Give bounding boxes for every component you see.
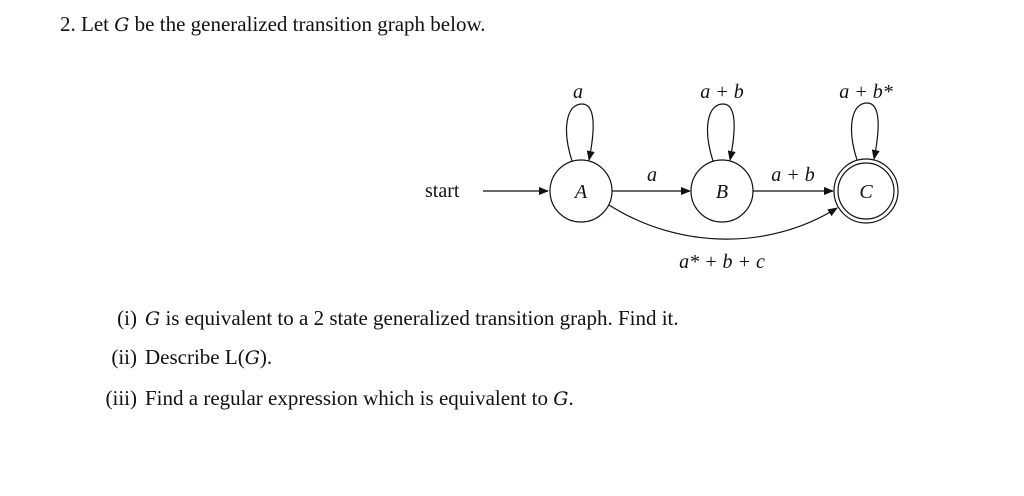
loop-c-label: a + b*: [839, 81, 893, 103]
problem-number: 2.: [60, 12, 76, 36]
loop-a: [565, 103, 595, 162]
loop-b-label: a + b: [700, 81, 744, 103]
part-ii-label: (ii): [111, 345, 137, 369]
part-ii-text: Describe L(: [145, 345, 245, 369]
edge-b-c-label: a + b: [771, 164, 815, 186]
start-label: start: [425, 180, 460, 202]
edge-a-c: [608, 204, 838, 240]
state-c-outer: [833, 158, 899, 224]
part-i: (i) G is equivalent to a 2 state general…: [117, 306, 679, 331]
graph-symbol: G: [244, 347, 260, 369]
loop-a-label: a: [573, 81, 583, 103]
loop-c: [850, 102, 880, 161]
state-a-label: A: [573, 181, 588, 203]
part-i-label: (i): [117, 306, 137, 330]
state-b-label: B: [716, 181, 728, 203]
state-c-label: C: [859, 181, 873, 203]
graph-symbol: G: [114, 14, 130, 36]
problem-prefix: Let: [81, 12, 109, 36]
part-ii-text-end: ).: [259, 345, 273, 369]
loop-b: [706, 103, 736, 162]
edge-a-b-label: a: [647, 164, 657, 186]
problem-statement: 2. Let G be the generalized transition g…: [60, 12, 486, 37]
part-iii-text: Find a regular expression which is equiv…: [145, 386, 548, 410]
problem-suffix: be the generalized transition graph belo…: [134, 12, 486, 36]
edge-a-c-label: a* + b + c: [679, 251, 765, 273]
part-i-text: is equivalent to a 2 state generalized t…: [165, 306, 679, 330]
graph-symbol: G: [553, 388, 569, 410]
state-c-inner: [837, 162, 895, 220]
part-iii-end: .: [568, 386, 574, 410]
part-ii: (ii) Describe L(G).: [111, 345, 273, 370]
part-iii: (iii) Find a regular expression which is…: [106, 386, 574, 411]
part-iii-label: (iii): [105, 386, 138, 410]
graph-symbol: G: [145, 308, 161, 330]
